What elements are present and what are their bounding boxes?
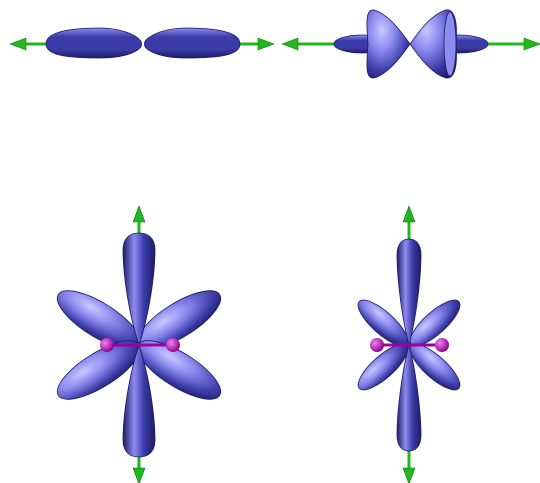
axis-arrow-right <box>240 37 275 51</box>
axis-arrow-bottom <box>402 450 416 483</box>
lobe-left <box>45 27 142 59</box>
lobe-bottom <box>122 343 156 458</box>
cone-left <box>366 9 411 79</box>
dipole-ball-left <box>370 338 384 352</box>
dipole-ball-right <box>435 338 449 352</box>
panel-bottom-left <box>56 205 222 483</box>
lobe-right <box>144 27 241 59</box>
axis-arrow-top <box>132 205 146 236</box>
lobe-bottom <box>396 343 422 452</box>
axis-arrow-left <box>281 37 340 51</box>
axis-arrow-top <box>402 205 416 240</box>
dipole-ball-right <box>166 338 180 352</box>
panel-bottom-right <box>357 205 461 483</box>
dipole-ball-left <box>100 338 114 352</box>
dipole <box>100 338 180 352</box>
panel-top-left <box>9 27 275 59</box>
axis-arrow-right <box>484 37 540 51</box>
panel-top-right <box>281 9 540 79</box>
dipole <box>370 338 449 352</box>
axis-arrow-bottom <box>132 455 146 483</box>
lobe-top <box>396 238 422 347</box>
lobe-top <box>122 232 156 347</box>
cone-right-rim <box>443 11 457 77</box>
